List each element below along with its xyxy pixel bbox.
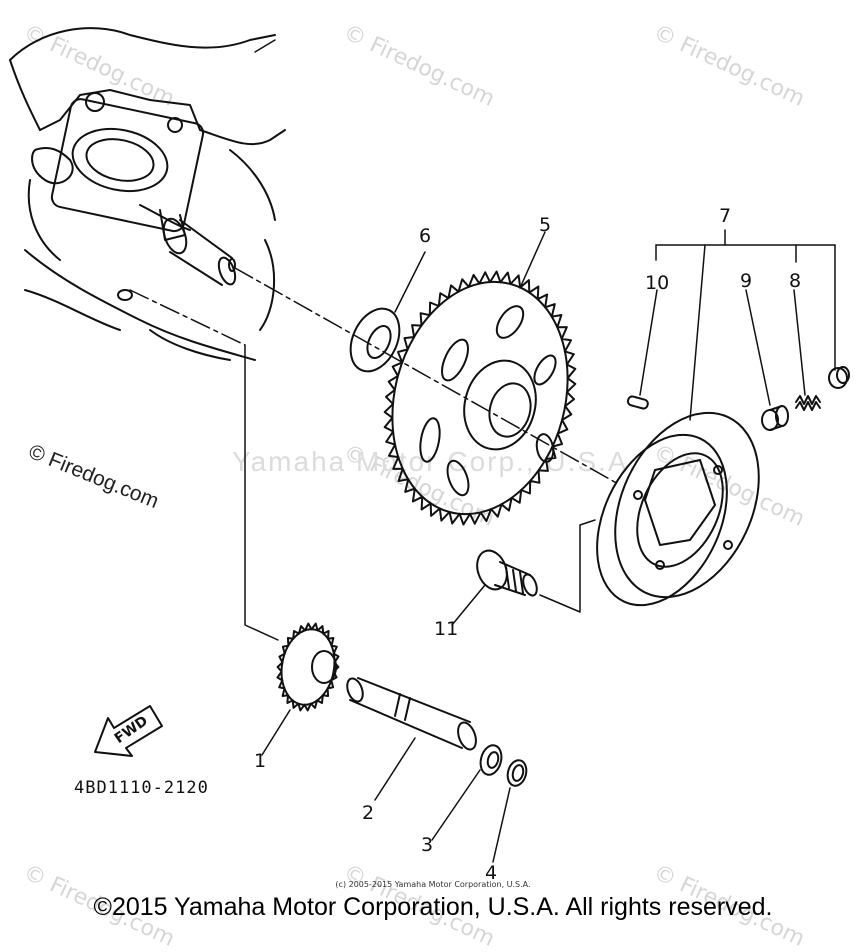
exploded-view-drawing xyxy=(9,27,850,863)
engine-crankcase-outline xyxy=(9,27,286,361)
callout-4: 4 xyxy=(485,862,498,884)
callout-6: 6 xyxy=(419,225,432,247)
callout-7-bracket xyxy=(655,229,836,421)
callout-9: 9 xyxy=(740,270,753,292)
assembly-guide-lines xyxy=(244,39,596,641)
callout-2: 2 xyxy=(362,802,375,824)
callout-7: 7 xyxy=(719,205,732,227)
callout-leader-lines xyxy=(261,231,806,863)
diagram-code: 4BD1110-2120 xyxy=(74,778,209,798)
callout-1: 1 xyxy=(254,750,267,772)
copyright-notice: ©2015 Yamaha Motor Corporation, U.S.A. A… xyxy=(93,893,773,921)
small-copyright: (c) 2005-2015 Yamaha Motor Corporation, … xyxy=(335,880,531,889)
part-10-pin xyxy=(626,395,649,410)
callout-8: 8 xyxy=(789,270,802,292)
part-7-clutch-housing xyxy=(596,411,760,607)
callout-5: 5 xyxy=(539,214,552,236)
forward-arrow-icon xyxy=(94,705,163,757)
parts-diagram: © Firedog.com © Firedog.com © Firedog.co… xyxy=(9,20,850,952)
part-1-small-gear xyxy=(276,622,340,712)
part-5-large-gear xyxy=(383,270,577,526)
part-11-bolt xyxy=(476,549,538,597)
part-6-washer xyxy=(349,307,401,373)
callout-11: 11 xyxy=(434,618,459,640)
part-4-circlip xyxy=(506,759,528,787)
callout-10: 10 xyxy=(645,272,670,294)
assembly-center-lines xyxy=(129,267,621,486)
part-9-roller xyxy=(761,405,789,431)
callout-3: 3 xyxy=(421,834,434,856)
part-3-washer xyxy=(479,744,503,776)
part-8-spring xyxy=(795,395,821,411)
part-8-cap xyxy=(828,366,850,389)
crankshaft-stub xyxy=(162,217,237,286)
part-2-shaft xyxy=(346,677,477,751)
watermark-owner: Yamaha Motor Corp., U.S.A. xyxy=(232,446,639,477)
